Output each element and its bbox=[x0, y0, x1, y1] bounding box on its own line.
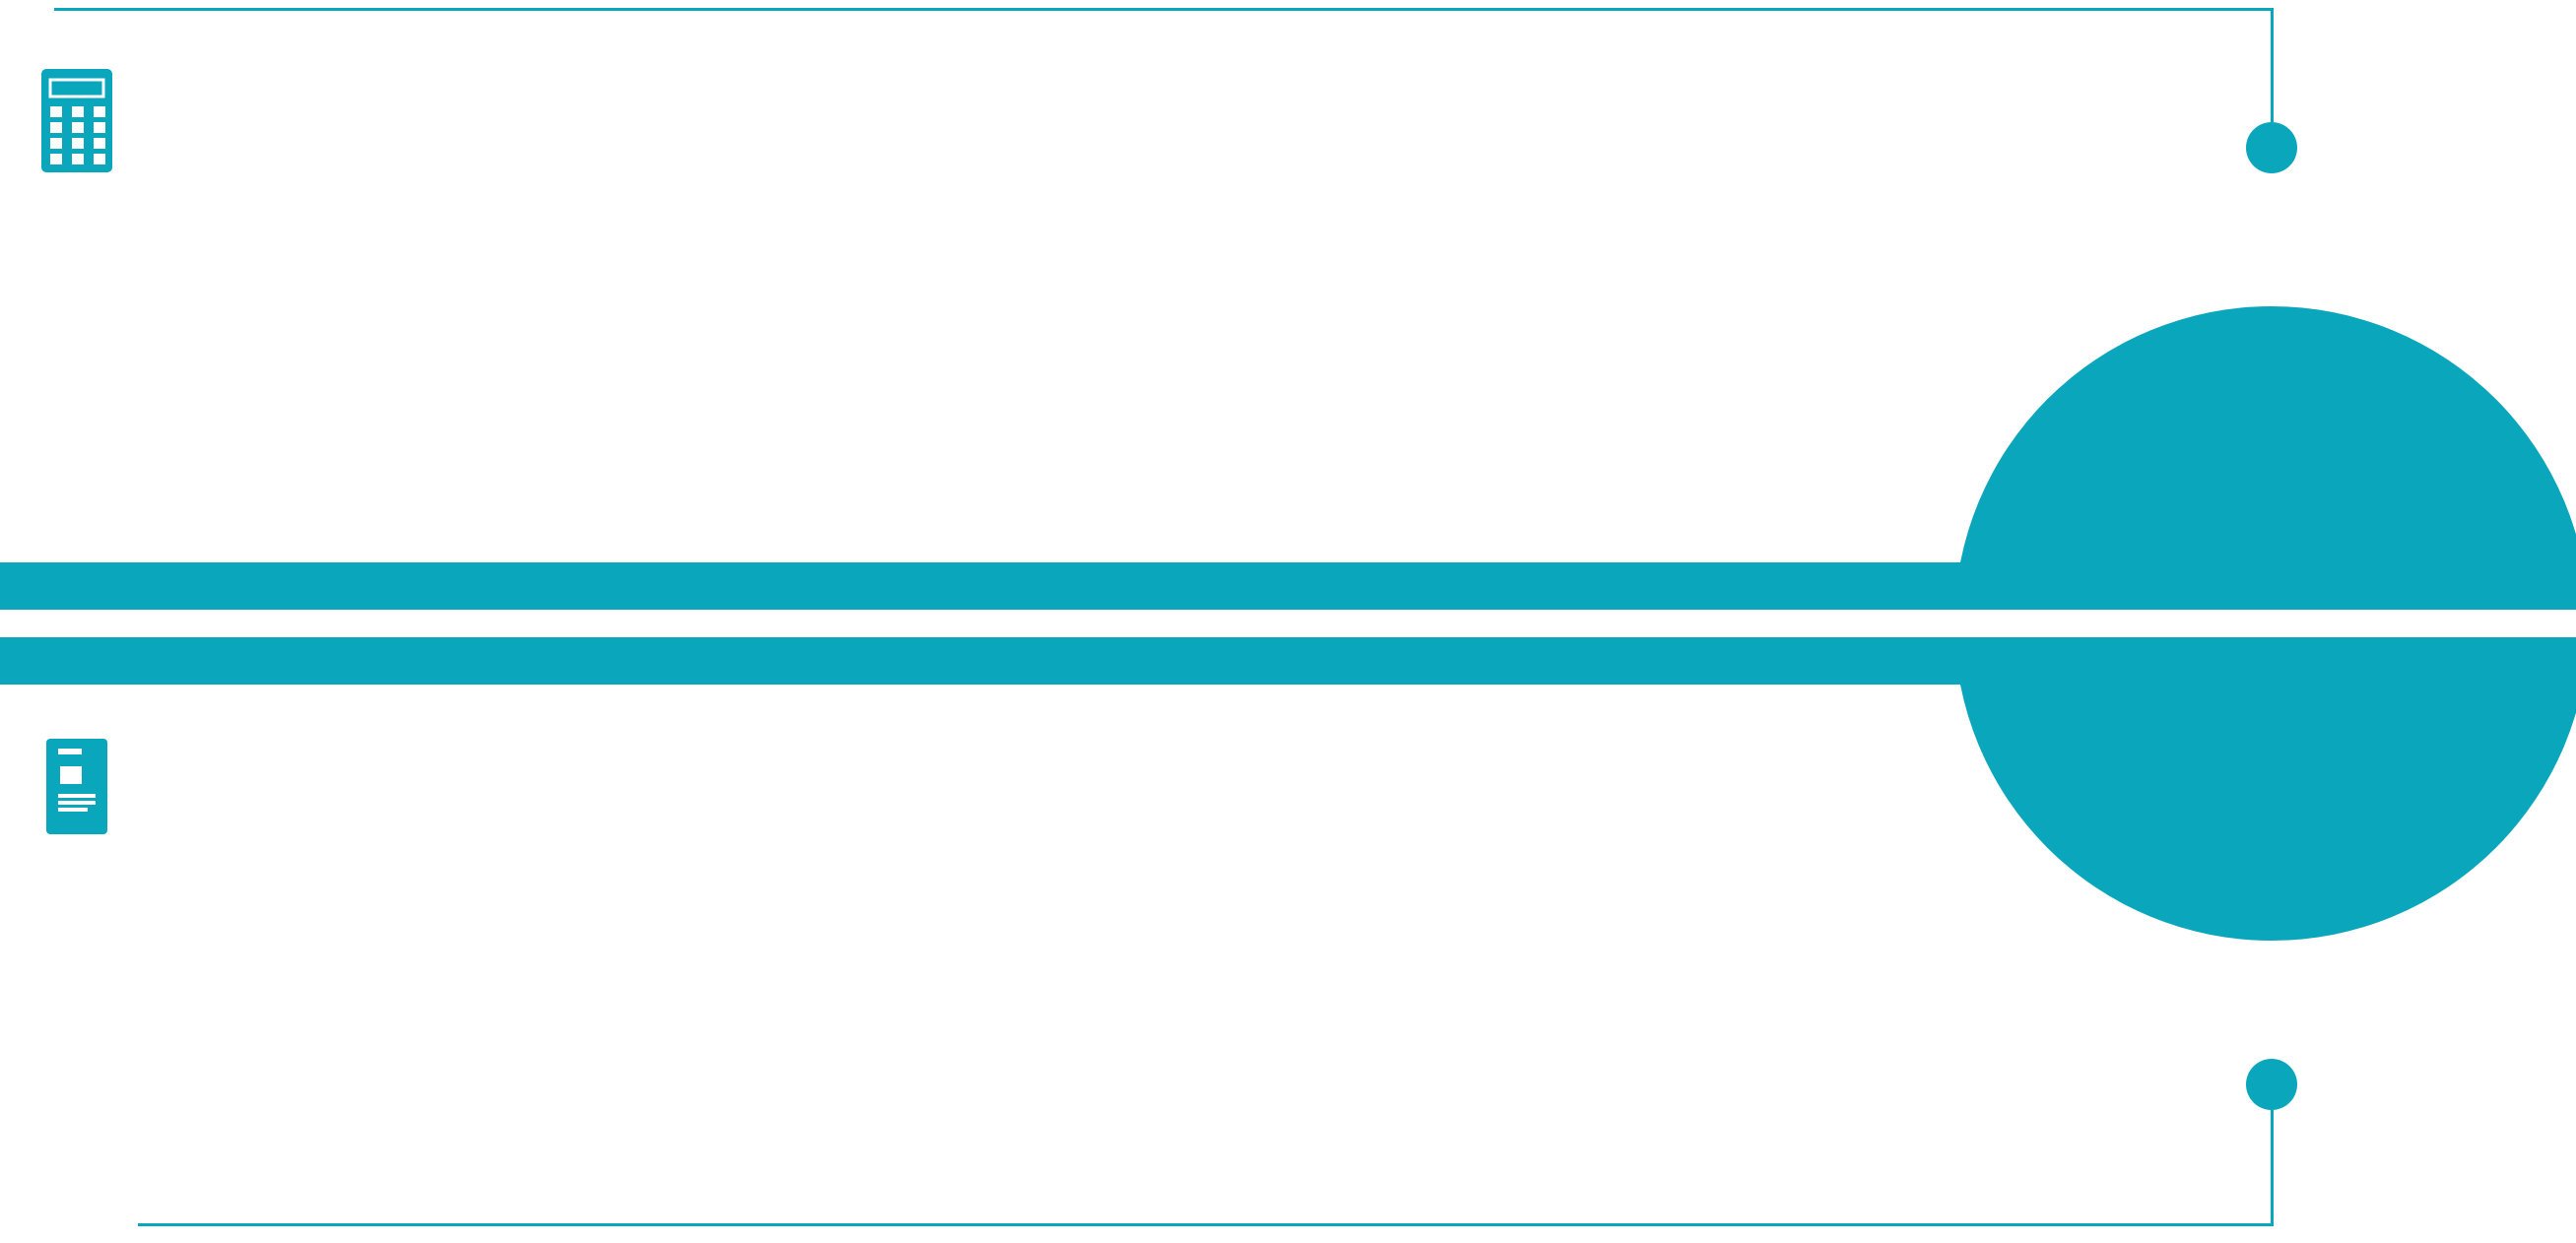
bottom-connector-line bbox=[2271, 1110, 2274, 1224]
lower-accent-bar bbox=[0, 637, 2272, 685]
bottom-border-line bbox=[138, 1223, 2274, 1226]
top-connector-line bbox=[2271, 8, 2274, 122]
document-icon bbox=[46, 739, 107, 834]
calculator-icon bbox=[41, 69, 112, 172]
bottom-connector-dot-icon bbox=[2246, 1059, 2297, 1110]
upper-accent-bar bbox=[0, 562, 2272, 610]
center-divider-stripe bbox=[0, 610, 2576, 637]
top-connector-dot-icon bbox=[2246, 122, 2297, 173]
top-border-line bbox=[54, 8, 2274, 11]
